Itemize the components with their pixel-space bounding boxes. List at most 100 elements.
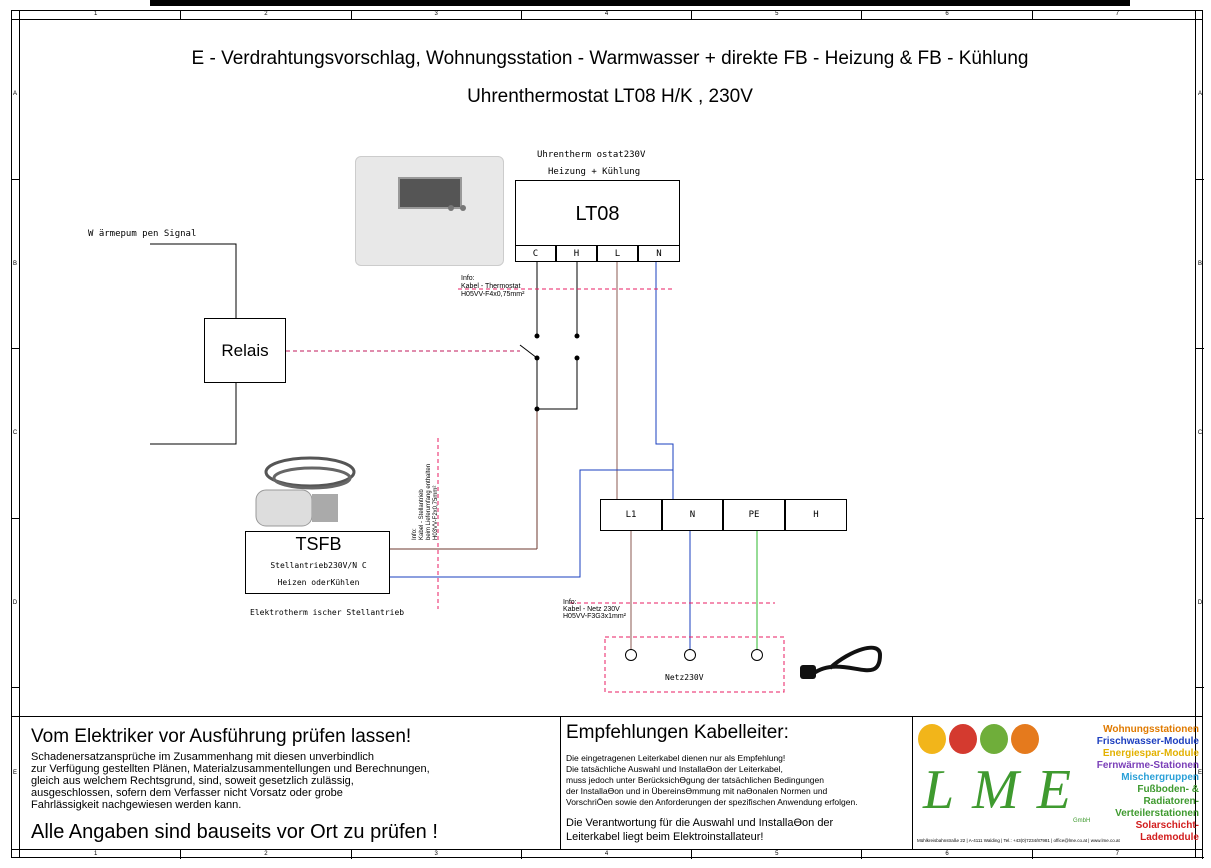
relay-box: Relais [204, 318, 286, 383]
notice-footer: Alle Angaben sind bauseits vor Ort zu pr… [31, 821, 438, 843]
product-item: Frischwasser-Module [1096, 736, 1199, 747]
diagram-subtitle: Uhrenthermostat LT08 H/K , 230V [467, 86, 753, 107]
info-label: Info: [563, 599, 577, 606]
tank-icon [980, 724, 1008, 754]
relay-contact [519, 344, 538, 359]
thermostat-caption: Uhrentherm ostat230V [537, 150, 646, 160]
terminal-n: N [638, 245, 680, 262]
cable-line: Die eingetragenen Leiterkabel dienen nur… [566, 753, 786, 763]
info-label: Info: [412, 528, 418, 540]
notice-panel: Vom Elektriker vor Ausführung prüfen las… [11, 716, 561, 849]
thermostat-display-icon [398, 177, 462, 209]
ruler-col: 5 [692, 850, 863, 859]
terminal-block-n: N [662, 499, 723, 531]
notice-line: gleich aus welchem Rechtsgrund, sind, so… [31, 775, 354, 787]
heatpump-signal-label: W ärmepum pen Signal [88, 229, 197, 239]
bottom-divider [11, 716, 1203, 717]
notice-line: Schadenersatzansprüche im Zusammenhang m… [31, 751, 375, 763]
ruler-col: 1 [11, 850, 182, 859]
info-cable: Kabel - Stellantrieb [419, 489, 425, 540]
mains-box [604, 636, 785, 693]
power-plug-icon [800, 665, 816, 679]
company-gmbh: GmbH [1073, 818, 1091, 824]
column-ruler-top: 1 2 3 4 5 6 7 [11, 10, 1203, 20]
actuator-spec: Stellantrieb230V/N C [270, 561, 367, 570]
product-item: Energiespar-Module [1102, 748, 1199, 759]
ruler-col: 4 [522, 850, 693, 859]
info-cable: Kabel - Thermostat [461, 283, 521, 290]
company-icons [918, 724, 1039, 754]
product-item: Wohnungsstationen [1103, 724, 1199, 735]
product-item: Fußboden- & Radiatoren- [1137, 784, 1199, 807]
cable-line: Die tatsächliche Auswahl und InstallaƟon… [566, 764, 783, 774]
ruler-col: 7 [1033, 10, 1203, 19]
notice-heading: Vom Elektriker vor Ausführung prüfen las… [31, 726, 412, 747]
ruler-row: B [1196, 180, 1204, 350]
ruler-col: 1 [11, 10, 182, 19]
terminal-c: C [515, 245, 556, 262]
actuator-caption: Elektrotherm ischer Stellantrieb [250, 608, 405, 617]
notice-line: ausgeschlossen, sofern dem Verfasser nic… [31, 787, 343, 799]
signal-wire-top [150, 243, 237, 318]
cable-line: der InstallaƟon und in ÜbereinsƟmmung mi… [566, 786, 828, 796]
thermostat-caption-2: Heizung + Kühlung [548, 167, 641, 177]
cable-line: muss jedoch unter BerücksichƟgung der ta… [566, 775, 824, 785]
mains-label: Netz230V [665, 673, 704, 682]
ruler-col: 3 [352, 10, 522, 19]
company-panel: LME GmbH Wohnungsstationen Frischwasser-… [913, 716, 1203, 849]
thermostat-button-icon [460, 205, 466, 211]
company-address: Mühlkreisbahnstraße 22 | A-4111 Walding … [917, 838, 1120, 843]
terminal-h: H [556, 245, 597, 262]
product-item: Verteilerstationen [1115, 808, 1199, 819]
power-cable-icon [808, 645, 883, 678]
ruler-row: D [11, 519, 19, 689]
ruler-col: 5 [692, 10, 863, 19]
info-label: Info: [461, 275, 475, 282]
info-spec: H05VV-F3G3x1mm² [563, 613, 627, 620]
signal-wire-bottom [150, 383, 237, 445]
thermostat-name: LT08 [575, 203, 620, 225]
column-ruler-bottom: 1 2 3 4 5 6 7 [11, 849, 1203, 859]
ruler-row: C [11, 349, 19, 519]
mains-cable-info: Info: Kabel - Netz 230V H05VV-F3G3x1mm² [563, 599, 626, 620]
mains-l-connector-icon [625, 649, 637, 661]
ruler-row: E [11, 688, 19, 858]
row-ruler-right: A B C D E [1195, 10, 1204, 858]
cable-line: VorschriŌen sowie den Anforderungen der … [566, 797, 858, 807]
ruler-row: C [1196, 349, 1204, 519]
notice-body: Schadenersatzansprüche im Zusammenhang m… [31, 751, 430, 811]
diagram-title: E - Verdrahtungsvorschlag, Wohnungsstati… [191, 48, 1029, 69]
drawing-frame [11, 10, 1203, 858]
ruler-col: 7 [1033, 850, 1203, 859]
actuator-mode: Heizen oderKühlen [277, 578, 360, 587]
mains-n-connector-icon [684, 649, 696, 661]
ruler-col: 6 [862, 10, 1033, 19]
thermostat-cable-info: Info: Kabel - Thermostat H05VV-F4x0,75mm… [461, 275, 524, 299]
terminal-l: L [597, 245, 638, 262]
ruler-row: A [1196, 10, 1204, 180]
product-item: Solarschicht-Lademodule [1135, 820, 1199, 843]
product-list: Wohnungsstationen Frischwasser-Module En… [1089, 724, 1199, 844]
faucet-icon [949, 724, 977, 754]
terminal-block-l1: L1 [600, 499, 662, 531]
info-spec: H03VV-F2x0,75mm² [433, 485, 439, 540]
cable-footer-line: Die Verantwortung für die Auswahl und In… [566, 817, 834, 829]
product-item: Mischergruppen [1121, 772, 1199, 783]
actuator-cable-info: Info: Kabel - Stellantrieb beim Lieferum… [412, 420, 440, 540]
top-black-bar [150, 0, 1130, 6]
notice-line: zur Verfügung gestellten Plänen, Materia… [31, 763, 430, 775]
thermostat-photo [355, 156, 504, 266]
ruler-col: 3 [352, 850, 522, 859]
thermostat-button-icon [448, 205, 454, 211]
mains-pe-connector-icon [751, 649, 763, 661]
solar-icon [918, 724, 946, 754]
actuator-name: TSFB [295, 534, 342, 554]
cable-heading: Empfehlungen Kabelleiter: [566, 722, 789, 743]
ruler-col: 2 [181, 10, 352, 19]
info-spec: H05VV-F4x0,75mm² [461, 291, 525, 298]
ruler-col: 6 [862, 850, 1033, 859]
wire-relay-bridge [536, 358, 578, 410]
cable-panel: Empfehlungen Kabelleiter: Die eingetrage… [561, 716, 913, 849]
cable-body: Die eingetragenen Leiterkabel dienen nur… [566, 753, 858, 808]
terminal-block-pe: PE [723, 499, 785, 531]
